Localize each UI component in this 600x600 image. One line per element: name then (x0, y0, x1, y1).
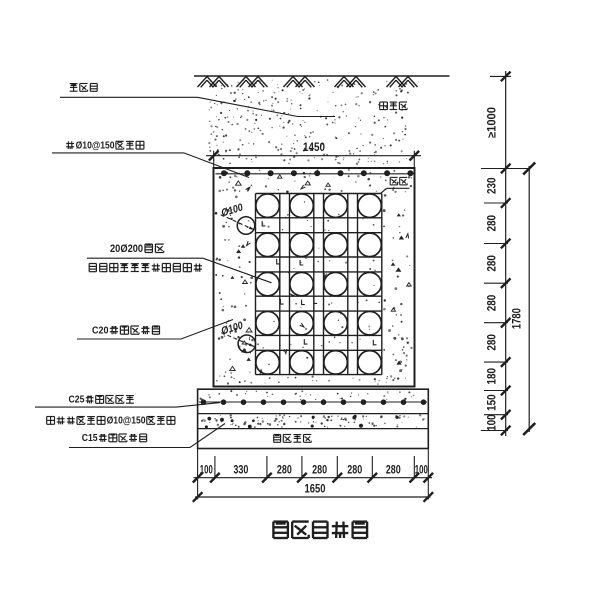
svg-text:280: 280 (386, 464, 401, 476)
svg-text:230: 230 (486, 178, 498, 195)
svg-text:1450: 1450 (303, 142, 325, 154)
svg-text:1650: 1650 (305, 484, 326, 496)
svg-text:150: 150 (486, 394, 498, 411)
svg-text:Ø10@150: Ø10@150 (76, 140, 115, 151)
svg-text:C20: C20 (92, 326, 109, 337)
svg-text:280: 280 (486, 255, 498, 272)
svg-text:280: 280 (347, 464, 362, 476)
svg-text:1780: 1780 (511, 308, 523, 329)
svg-text:100: 100 (486, 414, 498, 431)
svg-text:280: 280 (486, 215, 498, 232)
svg-text:180: 180 (486, 368, 498, 385)
svg-text:280: 280 (277, 464, 292, 476)
svg-text:C15: C15 (82, 433, 98, 444)
svg-text:280: 280 (486, 334, 498, 351)
svg-text:≥1000: ≥1000 (486, 107, 498, 138)
svg-text:280: 280 (312, 464, 327, 476)
svg-text:20Ø200: 20Ø200 (110, 243, 143, 255)
svg-text:100: 100 (415, 464, 428, 476)
svg-text:Ø10@150: Ø10@150 (107, 416, 146, 427)
svg-text:100: 100 (200, 464, 213, 476)
svg-text:330: 330 (233, 464, 248, 476)
svg-text:C25: C25 (69, 395, 85, 406)
svg-text:280: 280 (486, 295, 498, 312)
